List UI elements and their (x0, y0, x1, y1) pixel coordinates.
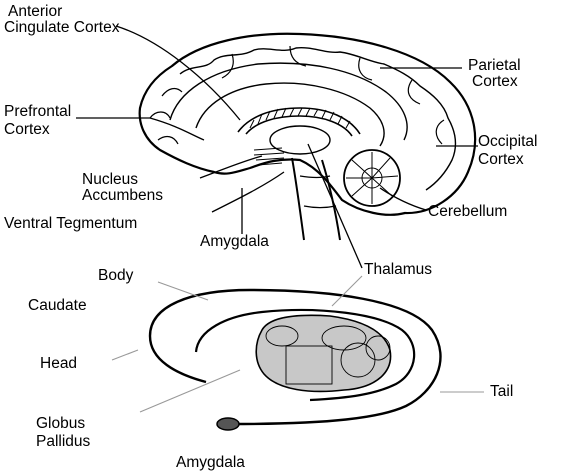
corpus-callosum (237, 107, 361, 135)
label-globus-pallidus-1: Globus (36, 415, 85, 432)
leader-ventral-tegmentum (211, 171, 285, 213)
label-occipital-2: Cortex (478, 151, 524, 168)
leader-nucleus-accumbens (199, 155, 263, 179)
leader-prefrontal (76, 117, 205, 141)
leader-globus-pallidus (139, 369, 241, 413)
label-amygdala-top: Amygdala (200, 233, 269, 250)
leader-thalamus (307, 143, 363, 269)
label-amygdala-bottom: Amygdala (176, 454, 245, 471)
leader-lines-top (76, 25, 478, 269)
leader-head (111, 349, 139, 361)
cerebellum-core (361, 167, 383, 189)
label-body: Body (98, 267, 134, 284)
label-prefrontal-1: Prefrontal (4, 103, 71, 120)
cortex-outline (138, 32, 477, 216)
label-ventral-tegmentum: Ventral Tegmentum (4, 215, 137, 232)
corpus-callosum-hatch (249, 107, 351, 129)
leader-lines-bottom (111, 275, 484, 413)
label-nucleus-accumbens-2: Accumbens (82, 187, 163, 204)
caudate-outer (148, 288, 442, 426)
cingulate-inner (195, 82, 385, 147)
amygdala-node (216, 417, 240, 431)
label-caudate: Caudate (28, 297, 87, 314)
cerebellum-region (343, 149, 401, 207)
label-prefrontal-2: Cortex (4, 121, 50, 138)
label-cerebellum: Cerebellum (428, 203, 507, 220)
corpus-callosum-lower (245, 115, 353, 137)
label-occipital-1: Occipital (478, 133, 537, 150)
brainstem-inner (299, 175, 337, 209)
label-anterior-cingulate-1: Anterior (8, 3, 62, 20)
label-anterior-cingulate-2: Cingulate Cortex (4, 19, 120, 36)
leader-anterior-cingulate (115, 25, 241, 121)
cerebellum-folia (346, 152, 399, 204)
putamen (255, 314, 392, 393)
thalamus-region (269, 125, 331, 155)
nucleus-accumbens-region (253, 147, 285, 166)
cortex-gyri-2 (149, 45, 445, 145)
label-nucleus-accumbens-1: Nucleus (82, 171, 138, 188)
leader-cerebellum (379, 187, 427, 211)
basal-ganglia (148, 288, 442, 431)
caudate-inner (194, 308, 416, 402)
leader-body (157, 281, 209, 301)
cingulate-gyrus (169, 62, 408, 141)
sagittal-brain (138, 32, 477, 241)
leader-thalamus-bottom (331, 275, 363, 307)
label-tail: Tail (490, 383, 513, 400)
labels: Anterior Cingulate Cortex Parietal Corte… (4, 3, 537, 471)
label-globus-pallidus-2: Pallidus (36, 433, 91, 450)
label-parietal-2: Cortex (472, 73, 518, 90)
label-parietal-1: Parietal (468, 57, 521, 74)
label-head: Head (40, 355, 77, 372)
label-thalamus: Thalamus (364, 261, 432, 278)
putamen-inner-structures (265, 325, 391, 385)
cortex-gyri (179, 46, 457, 191)
